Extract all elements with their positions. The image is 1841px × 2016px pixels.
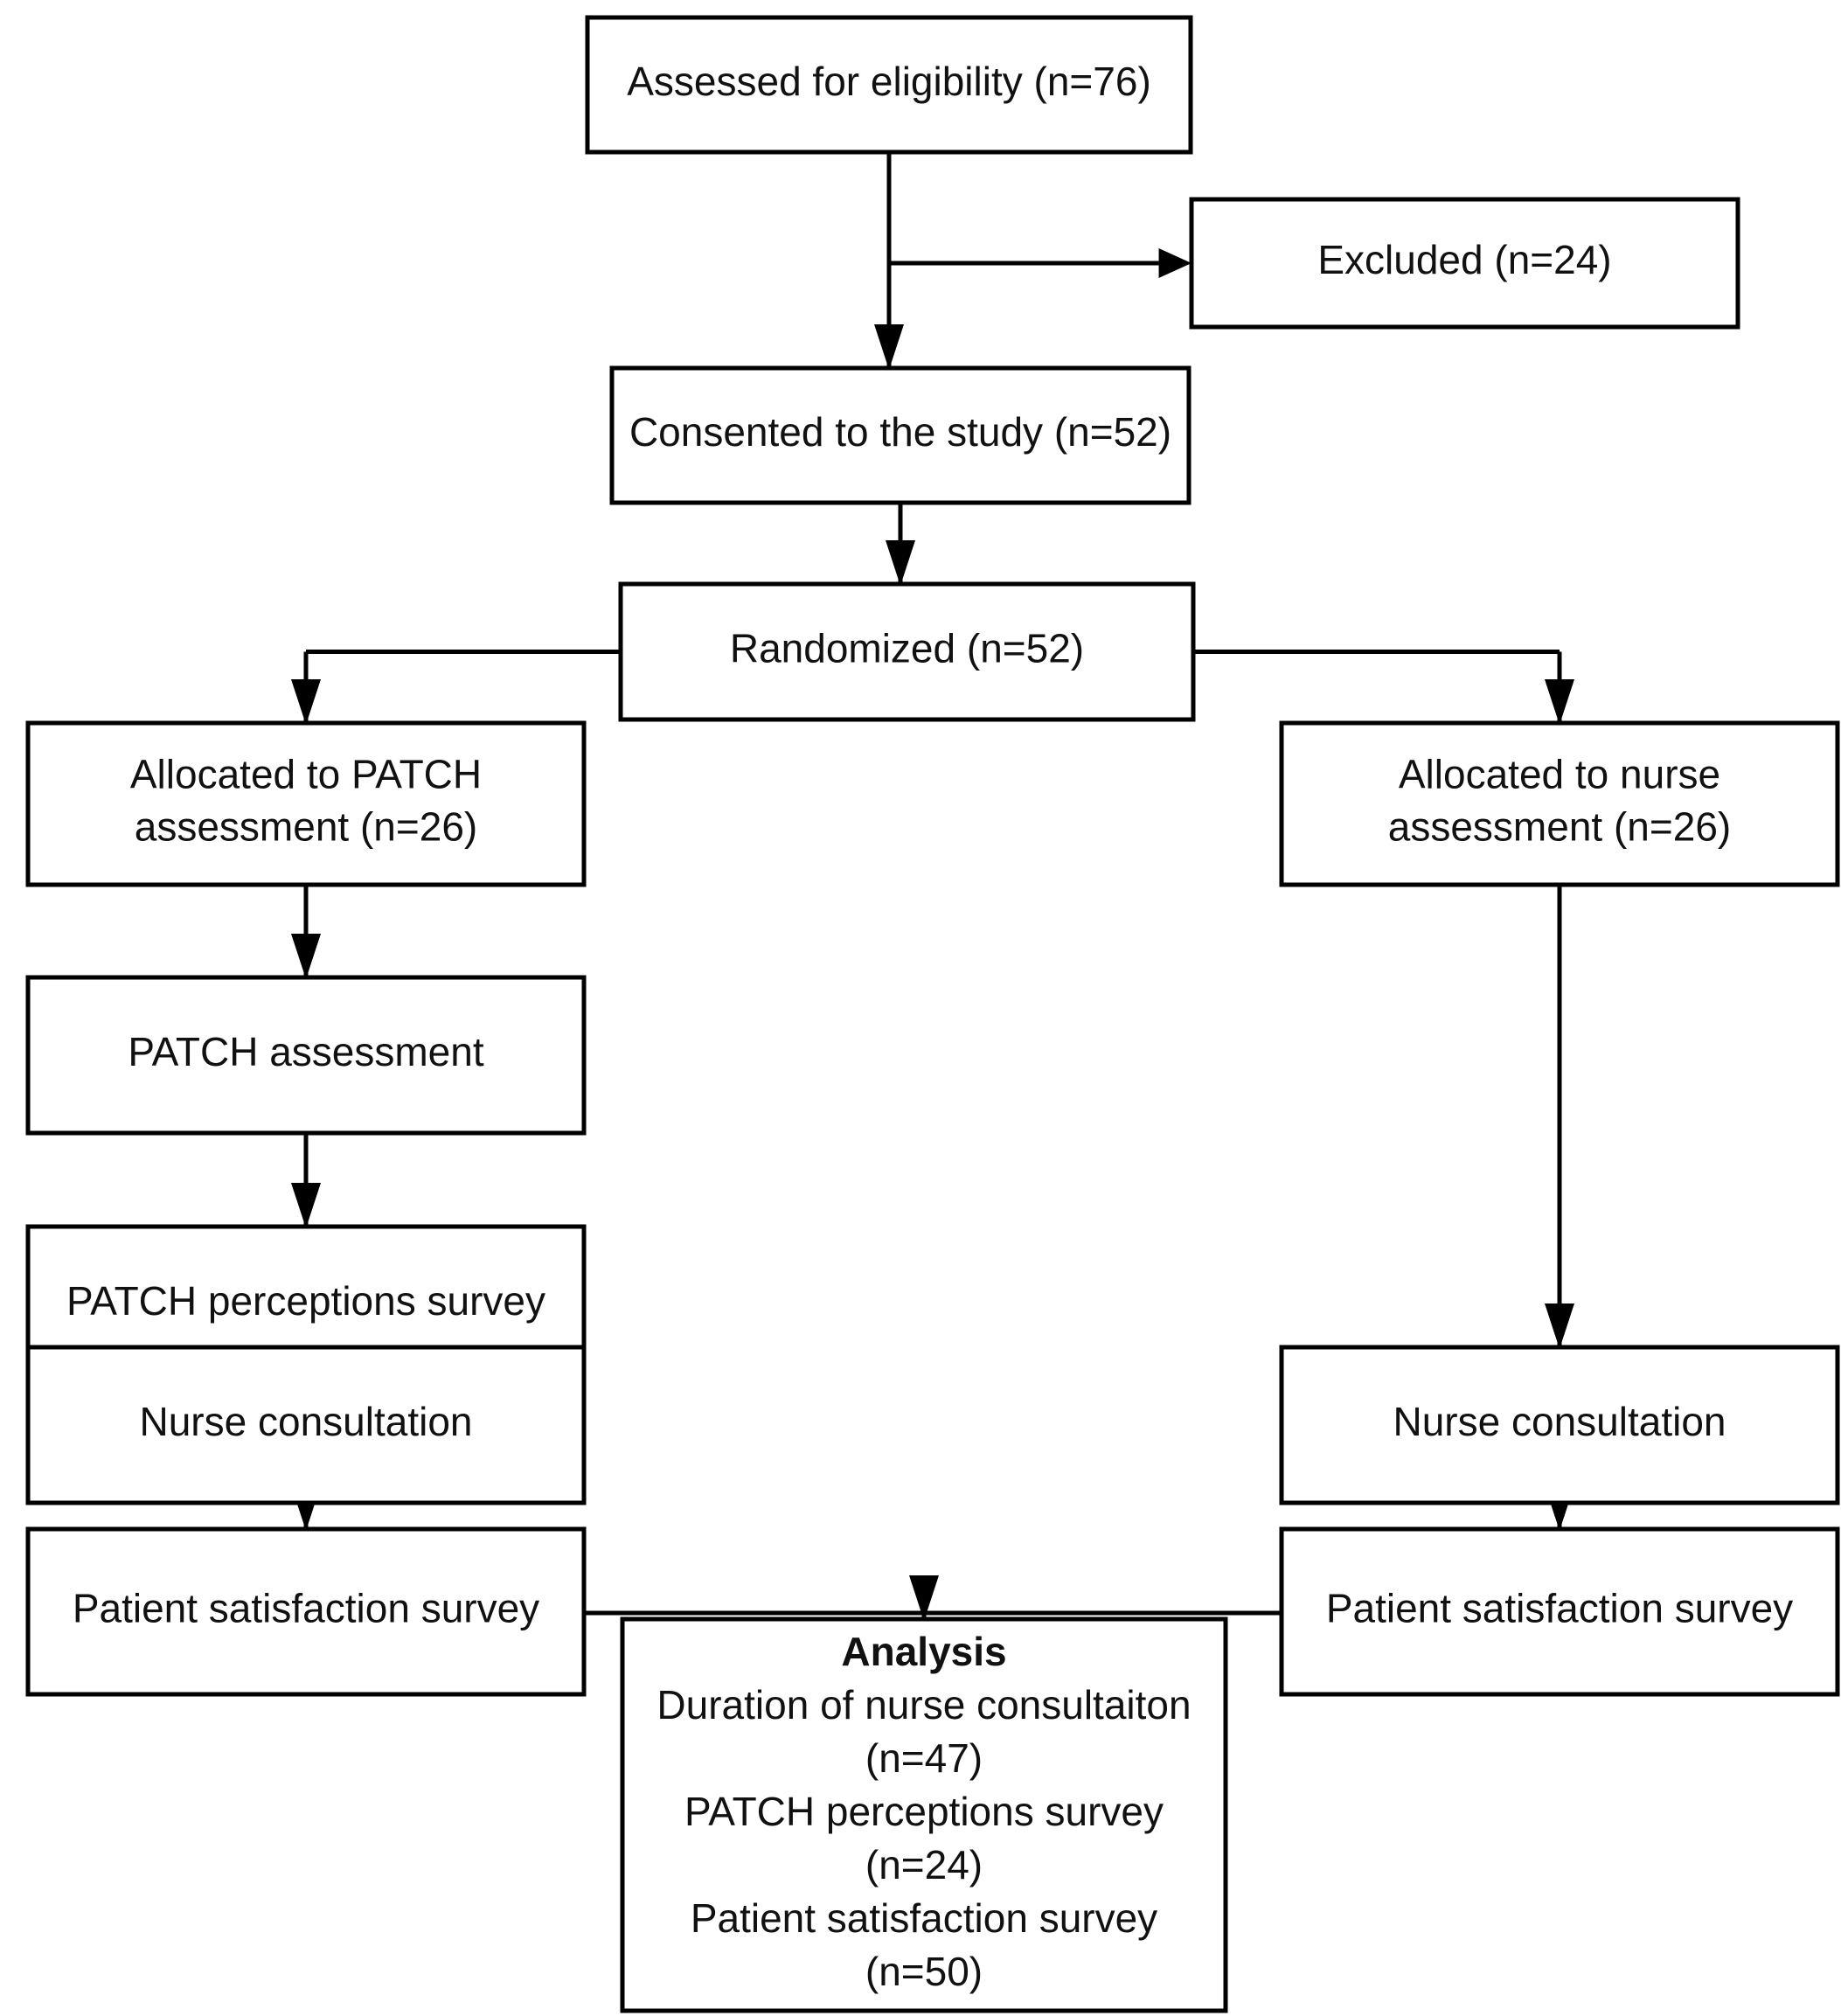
allocated-to-patch-assessment-box[interactable]: Allocated to PATCH assessment (n=26) (25, 720, 587, 887)
excluded-box-line-1: Excluded (n=24) (1317, 237, 1611, 282)
randomized-box[interactable]: Randomized (n=52) (618, 581, 1196, 722)
nurse-consultation-right-box-line-1: Nurse consultation (1393, 1399, 1726, 1444)
patch-assessment-box-rect (25, 975, 587, 1136)
nurse-consultation-right-box[interactable]: Nurse consultation (1279, 1345, 1840, 1505)
arrow-head-down-icon (291, 679, 321, 725)
analysis-box-rect (620, 1616, 1228, 2013)
analysis-box-line-7: (n=50) (865, 1949, 983, 1994)
analysis-box-line-6: Patient satisfaction survey (691, 1895, 1157, 1941)
allocated-to-nurse-assessment-box-line-1: Allocated to nurse (1399, 752, 1720, 797)
allocated-to-nurse-assessment-box-line-2: assessment (n=26) (1388, 804, 1731, 850)
allocated-to-patch-assessment-box-line-1: Allocated to PATCH (130, 752, 482, 797)
consented-to-study-box-rect (609, 365, 1191, 505)
assessed-for-eligibility-box[interactable]: Assessed for eligibility (n=76) (585, 15, 1193, 155)
allocated-to-patch-assessment-box-rect (25, 720, 587, 887)
patient-satisfaction-survey-left-box-rect (25, 1526, 587, 1697)
analysis-box-line-5: (n=24) (865, 1842, 983, 1887)
patch-assessment-box[interactable]: PATCH assessment (25, 975, 587, 1136)
randomized-box-rect (618, 581, 1196, 722)
patient-satisfaction-survey-left-box-line-1: Patient satisfaction survey (73, 1586, 539, 1631)
allocated-to-nurse-assessment-box[interactable]: Allocated to nurse assessment (n=26) (1279, 720, 1840, 887)
nurse-consultation-right-box-rect (1279, 1345, 1840, 1505)
consented-to-study-box[interactable]: Consented to the study (n=52) (609, 365, 1191, 505)
excluded-box[interactable]: Excluded (n=24) (1189, 197, 1740, 330)
patient-satisfaction-survey-right-box-line-1: Patient satisfaction survey (1326, 1586, 1793, 1631)
arrow-head-down-icon (1545, 679, 1574, 725)
arrow-head-down-icon (909, 1575, 939, 1621)
consented-to-study-box-line-1: Consented to the study (n=52) (629, 409, 1171, 455)
analysis-box-line-1: Analysis (841, 1629, 1006, 1674)
assessed-for-eligibility-box-line-1: Assessed for eligibility (n=76) (627, 59, 1151, 104)
nurse-consultation-left-box-rect (25, 1345, 587, 1505)
arrow-head-down-icon (291, 1183, 321, 1228)
arrow-head-down-icon (1545, 1303, 1574, 1349)
analysis-box-line-3: (n=47) (865, 1735, 983, 1781)
nurse-consultation-left-box-line-1: Nurse consultation (140, 1399, 473, 1444)
analysis-box-line-2: Duration of nurse consultaiton (657, 1682, 1191, 1728)
patient-satisfaction-survey-left-box[interactable]: Patient satisfaction survey (25, 1526, 587, 1697)
allocated-to-nurse-assessment-box-rect (1279, 720, 1840, 887)
analysis-box-line-4: PATCH perceptions survey (684, 1789, 1164, 1834)
assessed-for-eligibility-box-rect (585, 15, 1193, 155)
allocated-to-patch-assessment-box-line-2: assessment (n=26) (135, 804, 477, 850)
randomized-box-line-1: Randomized (n=52) (730, 626, 1084, 671)
arrow-head-down-icon (886, 540, 915, 586)
arrow-head-down-icon (874, 324, 904, 370)
arrow-head-right-icon (1158, 248, 1191, 278)
nurse-consultation-left-box[interactable]: Nurse consultation (25, 1345, 587, 1505)
patient-satisfaction-survey-right-box[interactable]: Patient satisfaction survey (1279, 1526, 1840, 1697)
patient-satisfaction-survey-right-box-rect (1279, 1526, 1840, 1697)
arrow-head-down-icon (291, 934, 321, 979)
patch-assessment-box-line-1: PATCH assessment (128, 1029, 484, 1074)
excluded-box-rect (1189, 197, 1740, 330)
patch-perceptions-survey-box-line-1: PATCH perceptions survey (66, 1278, 545, 1324)
